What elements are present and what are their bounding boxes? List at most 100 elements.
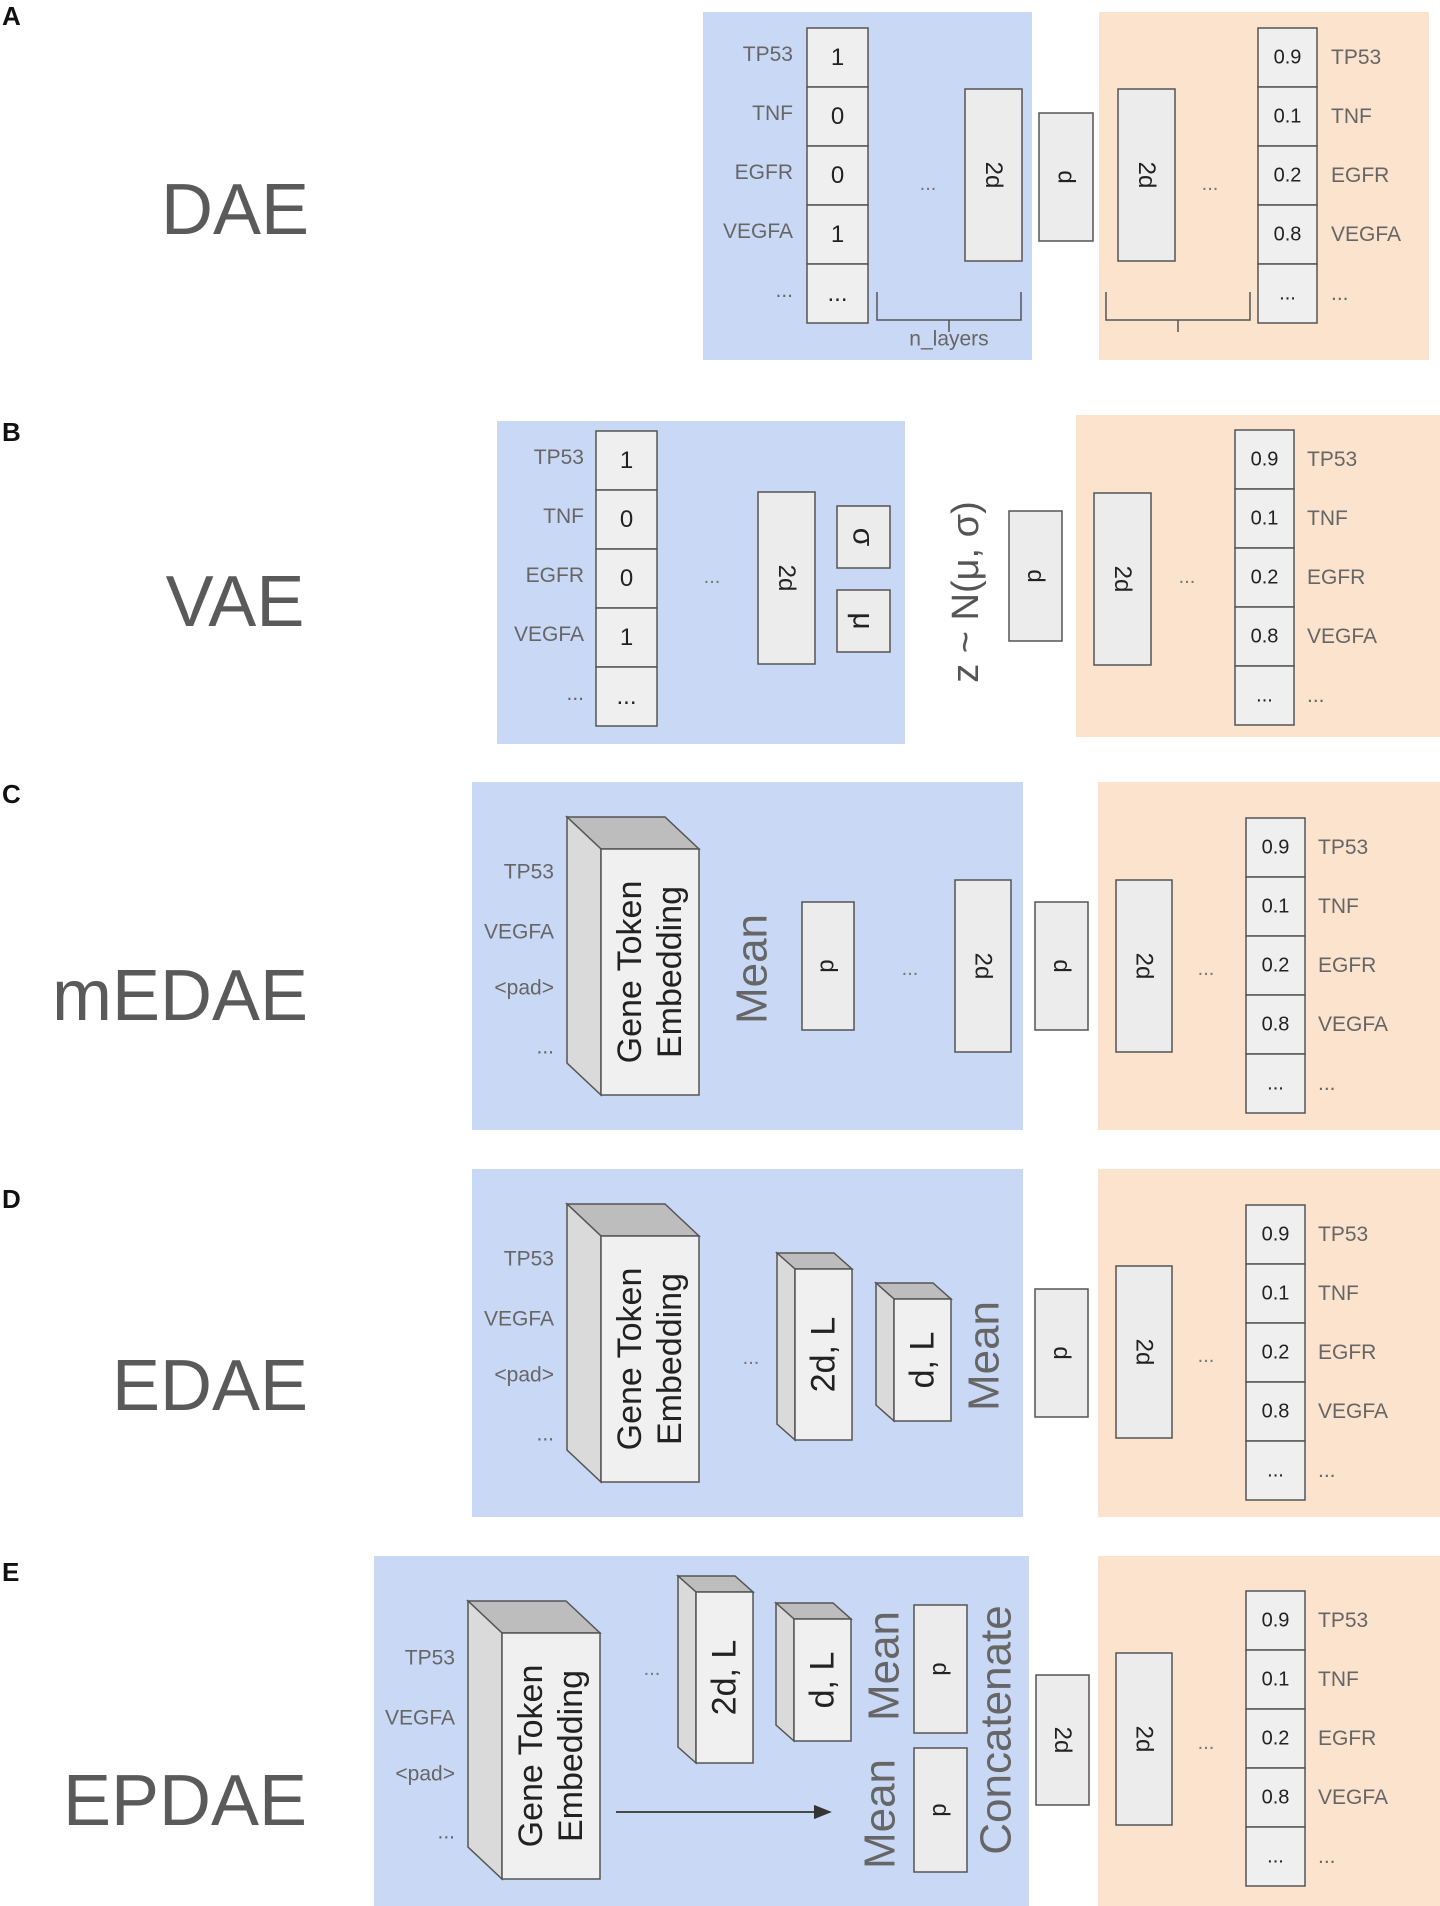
sampling-label: z ~ N(μ, σ) — [945, 501, 987, 683]
pooled-d-top — [913, 1604, 968, 1734]
model-name-a: DAE — [161, 170, 309, 250]
output-gene-label: VEGFA — [1331, 223, 1401, 246]
output-value: 0.1 — [1262, 896, 1290, 918]
gene-token-embedding-side — [566, 815, 602, 1097]
output-cell — [1245, 935, 1306, 996]
ellipsis: ... — [1198, 1732, 1215, 1754]
token-gene-label: TP53 — [405, 1647, 455, 1670]
output-gene-label: EGFR — [1331, 164, 1389, 187]
layer-2d — [954, 879, 1012, 1053]
output-value: 0.9 — [1251, 449, 1279, 471]
encoder-panel-c — [472, 782, 1023, 1130]
token-gene-label: TP53 — [504, 861, 554, 884]
output-cell — [1245, 817, 1306, 878]
gene-token-embedding — [466, 1599, 602, 1881]
output-gene-label: EGFR — [1318, 954, 1376, 977]
output-gene-label: TP53 — [1318, 836, 1368, 859]
embedding-label-line2: Embedding — [651, 1273, 689, 1445]
input-cell — [595, 430, 658, 491]
token-gene-label: <pad> — [494, 977, 554, 1000]
output-cell — [1245, 1053, 1306, 1114]
output-cell — [1245, 1767, 1306, 1828]
output-value: 0.9 — [1262, 837, 1290, 859]
output-value: 0.1 — [1262, 1669, 1290, 1691]
output-cell — [1234, 547, 1295, 608]
layer-2d-label: 2d — [970, 953, 997, 980]
panel-letter-c: C — [2, 779, 21, 809]
latent-d-label: d — [1022, 569, 1049, 582]
concat-2d-label: 2d — [1049, 1727, 1076, 1754]
panel-letter-e: E — [2, 1557, 19, 1587]
output-cell — [1257, 204, 1318, 265]
output-value: 0.8 — [1274, 224, 1302, 246]
ellipsis: ... — [1179, 566, 1196, 588]
output-cell — [1245, 1649, 1306, 1710]
panel-letter-d: D — [2, 1184, 21, 1214]
output-cell — [1245, 1204, 1306, 1265]
ellipsis: ... — [920, 173, 937, 195]
output-cell — [1257, 263, 1318, 324]
ellipsis: ... — [902, 958, 919, 980]
output-gene-label: ... — [1318, 1459, 1336, 1482]
latent-d — [1008, 510, 1063, 642]
panel-letter-b: B — [2, 417, 21, 447]
panel-letter-a: A — [2, 1, 21, 31]
gene-label: TNF — [752, 102, 793, 125]
transformer-layer-2d-L — [775, 1251, 854, 1442]
model-name-e: EPDAE — [63, 1761, 307, 1841]
latent-d — [1034, 1288, 1089, 1418]
input-value: 0 — [831, 103, 844, 130]
output-gene-label: TNF — [1331, 105, 1372, 128]
model-name-c: mEDAE — [52, 956, 308, 1036]
decoder-2d — [1093, 492, 1152, 666]
decoder-2d-label: 2d — [1109, 566, 1136, 593]
transformer-layer-d-L — [774, 1601, 853, 1743]
output-gene-label: TNF — [1307, 507, 1348, 530]
output-cell — [1245, 1826, 1306, 1887]
latent-d — [1034, 901, 1089, 1031]
token-gene-label: VEGFA — [484, 1308, 554, 1331]
input-value: 0 — [620, 565, 633, 592]
decoder-2d-label: 2d — [1133, 162, 1160, 189]
gene-token-embedding — [565, 815, 701, 1097]
output-value: 0.9 — [1262, 1224, 1290, 1246]
input-cell — [806, 263, 869, 324]
input-cell — [595, 548, 658, 609]
decoder-2d-label: 2d — [1131, 953, 1158, 980]
output-gene-label: TP53 — [1318, 1223, 1368, 1246]
input-cell — [806, 86, 869, 147]
layer-d-L-label: d, L — [804, 1652, 842, 1709]
token-gene-label: ... — [536, 1423, 554, 1446]
ellipsis: ... — [644, 1658, 661, 1680]
output-value: 0.9 — [1274, 47, 1302, 69]
output-value: 0.1 — [1262, 1283, 1290, 1305]
mean-label: Mean — [960, 1301, 1009, 1411]
output-gene-label: TNF — [1318, 1668, 1359, 1691]
latent-d — [1038, 112, 1094, 242]
mu-box — [836, 589, 891, 653]
layer-2d-label: 2d — [773, 565, 800, 592]
embedding-label-line1: Gene Token — [512, 1665, 550, 1848]
input-cell — [806, 145, 869, 206]
output-cell — [1257, 86, 1318, 147]
token-gene-label: ... — [536, 1036, 554, 1059]
gene-label: TNF — [543, 505, 584, 528]
input-value: ... — [616, 683, 636, 710]
output-cell — [1234, 665, 1295, 726]
token-gene-label: <pad> — [494, 1364, 554, 1387]
input-value: 1 — [620, 624, 633, 651]
output-gene-label: EGFR — [1318, 1727, 1376, 1750]
output-gene-label: ... — [1307, 684, 1325, 707]
output-value: ... — [1256, 685, 1273, 707]
pooled-d-bottom — [913, 1747, 968, 1873]
mean-label-bottom: Mean — [856, 1759, 905, 1869]
output-value: ... — [1279, 283, 1296, 305]
input-value: 1 — [831, 44, 844, 71]
output-value: ... — [1267, 1846, 1284, 1868]
embedding-label-line1: Gene Token — [611, 1268, 649, 1451]
gene-token-embedding-side — [566, 1202, 602, 1484]
gene-token-embedding-front — [501, 1632, 601, 1880]
gene-token-embedding — [565, 1202, 701, 1484]
decoder-2d — [1115, 1265, 1173, 1439]
